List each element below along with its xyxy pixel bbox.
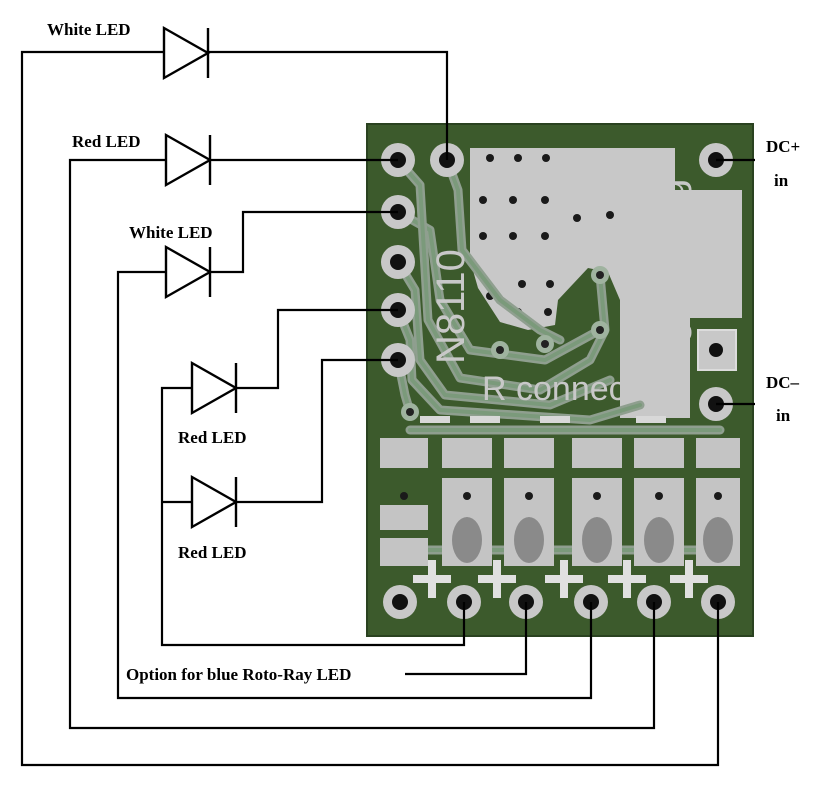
- diode-red-led-3: [190, 474, 239, 530]
- label-option-blue: Option for blue Roto-Ray LED: [126, 665, 351, 684]
- smd-pads: [380, 438, 740, 566]
- pcb-board: N8110 Ngineering R connect: [366, 123, 754, 637]
- wire-white-led-1: [20, 50, 720, 767]
- label-dc-minus-in: in: [776, 406, 791, 425]
- label-white-led-1: White LED: [47, 20, 131, 39]
- label-red-led-3: Red LED: [178, 543, 246, 562]
- trace-vias: [401, 266, 609, 421]
- board-model-label: N8110: [429, 249, 473, 364]
- wire-option-blue: [405, 602, 528, 676]
- diode-white-led-1: [162, 25, 211, 81]
- labels: White LED Red LED White LED Red LED Red …: [47, 20, 800, 684]
- diode-red-led-2: [190, 360, 239, 416]
- label-dc-minus: DC–: [766, 373, 800, 392]
- wire-red-led-3: [162, 358, 398, 504]
- board-brand-label: Ngineering: [648, 179, 692, 372]
- wire-white-led-2: [116, 210, 593, 700]
- plus-marks: [413, 560, 708, 598]
- label-dc-plus: DC+: [766, 137, 800, 156]
- label-white-led-2: White LED: [129, 223, 213, 242]
- label-red-led-2: Red LED: [178, 428, 246, 447]
- label-dc-plus-in: in: [774, 171, 789, 190]
- ground-pour: [470, 148, 742, 418]
- minus-marks: [420, 416, 666, 423]
- square-pad-hole: [709, 343, 723, 357]
- led-symbols: [162, 25, 239, 530]
- board-silk-text: R connect: [482, 370, 636, 408]
- label-red-led-1: Red LED: [72, 132, 140, 151]
- diode-white-led-2: [164, 244, 213, 300]
- wire-red-led-2: [160, 308, 466, 647]
- diode-red-led-1: [164, 132, 213, 188]
